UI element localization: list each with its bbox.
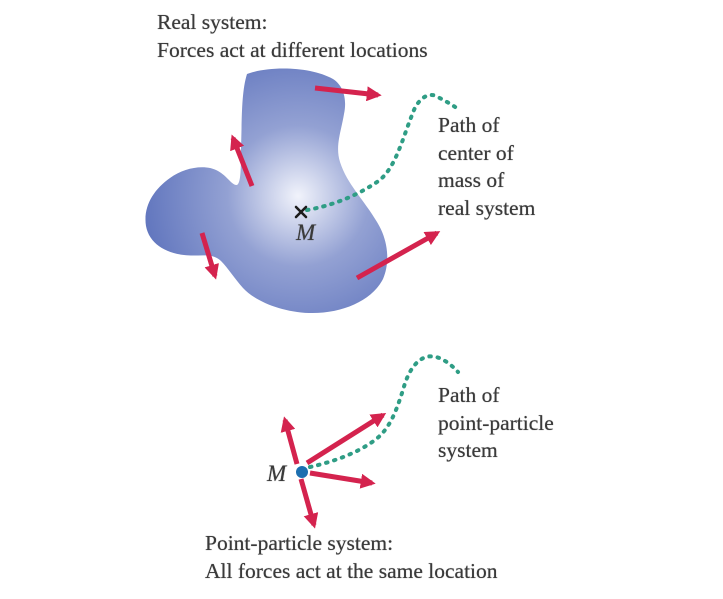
force-arrow-up-right [305, 412, 387, 466]
real-system-blob [145, 68, 388, 314]
real-system-force-arrows [199, 85, 441, 281]
label-line: real system [438, 195, 536, 220]
label-line: center of [438, 140, 514, 165]
force-arrow-down [298, 478, 319, 529]
center-of-mass-path [305, 93, 462, 212]
label-line: Path of [438, 383, 500, 407]
label-line: system [438, 438, 498, 462]
force-arrow-lower-left [199, 232, 219, 280]
center-of-mass-path-label: Path of center of mass of real system [438, 112, 535, 222]
mass-label-real-system: M [296, 220, 316, 245]
force-arrow-up [280, 416, 300, 465]
real-system-caption: Real system: Forces act at different loc… [157, 9, 428, 64]
label-line: point-particle [438, 410, 554, 435]
force-arrow-right [355, 230, 441, 281]
caption-line: Point-particle system: [205, 531, 394, 555]
point-particle-path [308, 354, 460, 469]
force-arrow-right [309, 470, 376, 489]
point-particle-caption: Point-particle system: All forces act at… [205, 530, 498, 585]
center-of-mass-marker [294, 205, 308, 219]
caption-line: All forces act at the same location [205, 558, 498, 583]
mass-label-point-particle: M [267, 461, 287, 486]
point-particle-force-arrows [280, 412, 387, 529]
caption-line: Real system: [157, 10, 268, 34]
force-arrow-upper-left [230, 134, 255, 187]
label-line: mass of [438, 168, 505, 192]
point-particle-path-label: Path of point-particle system [438, 382, 554, 465]
label-line: Path of [438, 113, 500, 137]
caption-line: Forces act at different locations [157, 37, 428, 62]
point-particle-dot [296, 466, 308, 478]
force-arrow-top [314, 85, 382, 102]
